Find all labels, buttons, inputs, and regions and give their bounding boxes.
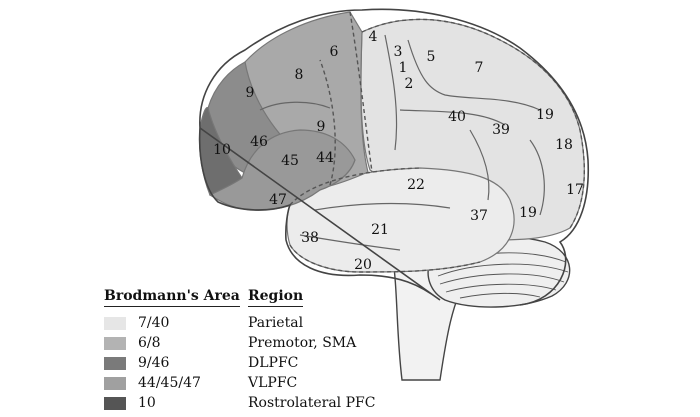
area-label-47: 47 bbox=[269, 192, 287, 208]
area-label-18: 18 bbox=[555, 137, 573, 153]
legend-swatch bbox=[104, 357, 126, 370]
area-label-7: 7 bbox=[475, 60, 484, 76]
area-label-9-lower: 9 bbox=[317, 119, 326, 135]
premotor-outline-dashed bbox=[319, 59, 336, 186]
legend-area-code: 6/8 bbox=[138, 335, 161, 351]
brain-outline bbox=[198, 8, 590, 306]
area-label-8: 8 bbox=[295, 67, 304, 83]
area-label-45: 45 bbox=[281, 153, 299, 169]
area-label-3: 3 bbox=[394, 44, 403, 60]
legend-region-name: VLPFC bbox=[248, 375, 298, 391]
legend-header-region: Region bbox=[248, 288, 304, 307]
area-label-37: 37 bbox=[470, 208, 488, 224]
area-label-40: 40 bbox=[448, 109, 466, 125]
legend-swatch bbox=[104, 377, 126, 390]
area-label-46: 46 bbox=[250, 134, 268, 150]
legend-area-code: 10 bbox=[138, 395, 156, 411]
legend-region-name: Rostrolateral PFC bbox=[248, 395, 376, 411]
area-label-19-lower: 19 bbox=[519, 205, 537, 221]
area-label-1: 1 bbox=[399, 60, 408, 76]
area-label-10: 10 bbox=[213, 142, 231, 158]
area-label-2: 2 bbox=[405, 76, 414, 92]
area-label-38: 38 bbox=[301, 230, 319, 246]
area-label-9-upper: 9 bbox=[246, 85, 255, 101]
legend-row: 6/8 Premotor, SMA bbox=[104, 334, 384, 354]
area-label-21: 21 bbox=[371, 222, 389, 238]
area-label-39: 39 bbox=[492, 122, 510, 138]
area-label-19-upper: 19 bbox=[536, 107, 554, 123]
area-label-5: 5 bbox=[427, 49, 436, 65]
legend-header-area: Brodmann's Area bbox=[104, 288, 240, 307]
frontal-outline-dashed bbox=[349, 11, 373, 173]
parietal-outline-dashed bbox=[361, 18, 586, 229]
legend-row: 44/45/47 VLPFC bbox=[104, 374, 384, 394]
legend-region-name: Parietal bbox=[248, 315, 304, 331]
legend-region-name: DLPFC bbox=[248, 355, 299, 371]
area-label-17: 17 bbox=[566, 182, 584, 198]
legend-swatch bbox=[104, 317, 126, 330]
legend-region-name: Premotor, SMA bbox=[248, 335, 357, 351]
legend-swatch bbox=[104, 397, 126, 410]
vlpfc-region bbox=[208, 129, 356, 211]
legend-row: 7/40 Parietal bbox=[104, 314, 384, 334]
area-label-44: 44 bbox=[316, 150, 334, 166]
legend-area-code: 7/40 bbox=[138, 315, 170, 331]
area-label-22: 22 bbox=[407, 177, 425, 193]
area-label-6: 6 bbox=[330, 44, 339, 60]
area-label-4: 4 bbox=[369, 29, 378, 45]
legend-row: 10 Rostrolateral PFC bbox=[104, 394, 384, 414]
legend-area-code: 9/46 bbox=[138, 355, 170, 371]
legend-area-code: 44/45/47 bbox=[138, 375, 201, 391]
legend-row: 9/46 DLPFC bbox=[104, 354, 384, 374]
legend-swatch bbox=[104, 337, 126, 350]
area-label-20: 20 bbox=[354, 257, 372, 273]
